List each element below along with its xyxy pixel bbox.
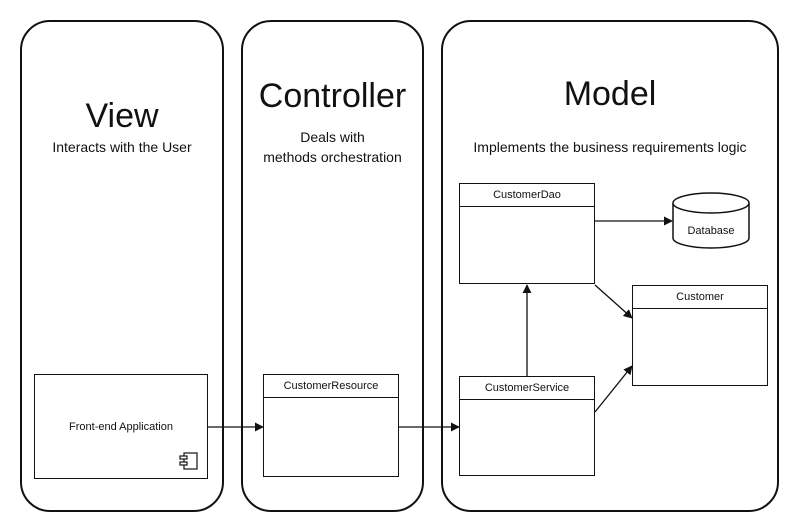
customer-resource-label: CustomerResource <box>264 375 398 398</box>
customer-label: Customer <box>633 286 767 309</box>
controller-lane-description-line2: methods orchestration <box>263 149 402 165</box>
model-lane-title: Model <box>563 75 657 113</box>
customer-dao-label: CustomerDao <box>460 184 594 207</box>
view-lane-description: Interacts with the User <box>52 139 192 155</box>
customer-resource-class[interactable]: CustomerResource <box>263 374 399 477</box>
customer-service-label: CustomerService <box>460 377 594 400</box>
database-label: Database <box>687 225 735 237</box>
customer-class[interactable]: Customer <box>632 285 768 386</box>
customer-dao-class[interactable]: CustomerDao <box>459 183 595 284</box>
frontend-application-label: Front-end Application <box>69 421 173 433</box>
customer-service-class[interactable]: CustomerService <box>459 376 595 476</box>
arrow-service-to-customer <box>594 365 633 413</box>
arrow-dao-to-customer <box>594 284 633 319</box>
model-lane-description: Implements the business requirements log… <box>473 139 747 155</box>
frontend-application-component[interactable]: Front-end Application <box>34 374 208 479</box>
controller-lane-description-line1: Deals with <box>300 129 365 145</box>
component-icon <box>179 452 198 470</box>
view-lane-title: View <box>85 97 159 135</box>
controller-lane-title: Controller <box>258 77 407 115</box>
database-cylinder-icon[interactable] <box>672 192 750 249</box>
